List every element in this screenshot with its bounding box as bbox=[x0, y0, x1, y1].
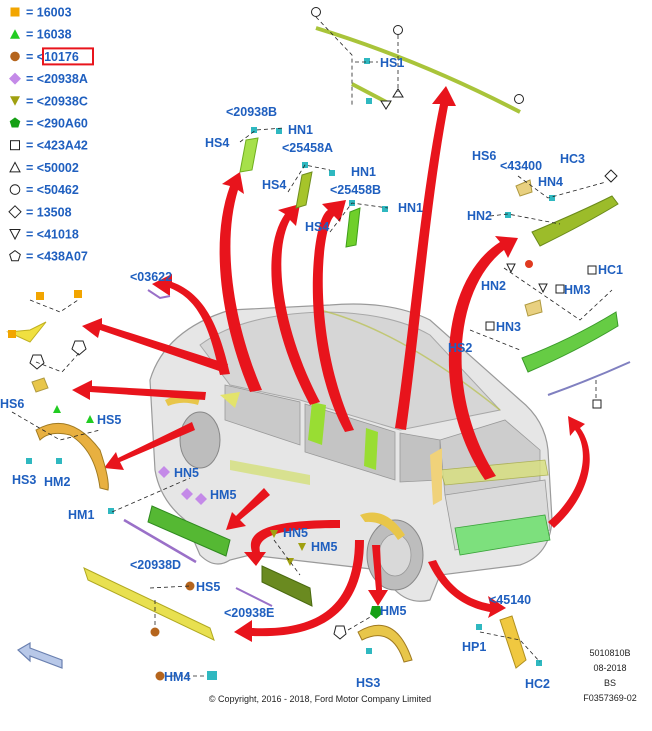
label-hn4: HN4 bbox=[538, 175, 563, 189]
label-hm3: HM3 bbox=[564, 283, 590, 297]
leader-lines bbox=[11, 16, 613, 677]
square-icon bbox=[10, 140, 20, 151]
meta-bs: BS bbox=[604, 678, 616, 688]
label-hn1-b: HN1 bbox=[351, 165, 376, 179]
label-hn2-a: HN2 bbox=[467, 209, 492, 223]
label-hp1: HP1 bbox=[462, 640, 486, 654]
legend-item: = <50002 bbox=[9, 161, 79, 175]
triangle-down-icon bbox=[9, 229, 21, 241]
vehicle-body bbox=[149, 303, 553, 602]
diagram-meta: 5010810B 08-2018 BS F0357369-02 bbox=[583, 648, 637, 703]
roof-molding bbox=[311, 7, 524, 114]
label-25458b: <25458B bbox=[330, 183, 381, 197]
legend-item: = <438A07 bbox=[9, 249, 88, 264]
label-hs1: HS1 bbox=[380, 56, 404, 70]
label-20938e: <20938E bbox=[224, 606, 274, 620]
legend-item: = <20938A bbox=[9, 72, 88, 86]
label-hn2-b: HN2 bbox=[481, 279, 506, 293]
label-hn1-c: HN1 bbox=[398, 201, 423, 215]
misc-clip bbox=[147, 289, 171, 300]
legend-highlight-box bbox=[42, 47, 94, 66]
label-20938b: <20938B bbox=[226, 105, 277, 119]
legend-label: = <50002 bbox=[26, 161, 79, 175]
label-hs4-c: HS4 bbox=[305, 220, 329, 234]
label-hm5-a: HM5 bbox=[210, 488, 236, 502]
label-hc1: HC1 bbox=[598, 263, 623, 277]
legend-item: = <423A42 bbox=[10, 139, 88, 153]
legend-item: = 13508 bbox=[8, 205, 72, 219]
label-20938d: <20938D bbox=[130, 558, 181, 572]
rear-door-molding bbox=[235, 530, 313, 607]
spoiler bbox=[505, 169, 619, 247]
label-hm5-b: HM5 bbox=[311, 540, 337, 554]
label-hs4-b: HS4 bbox=[262, 178, 286, 192]
legend: = 16003 = 16038 = <10176 = <20938A = <20938C… bbox=[8, 6, 94, 264]
legend-label: = 16003 bbox=[26, 6, 72, 20]
legend-item: = 16038 bbox=[10, 28, 72, 42]
legend-item: = <20938C bbox=[10, 94, 88, 108]
legend-label: = 16038 bbox=[26, 28, 72, 42]
pentagon-icon bbox=[9, 249, 21, 262]
rear-bumper-bracket bbox=[476, 615, 542, 669]
label-25458a: <25458A bbox=[282, 141, 333, 155]
circle-icon bbox=[10, 51, 20, 62]
label-hs4-a: HS4 bbox=[205, 136, 229, 150]
triangle-down-icon bbox=[10, 96, 20, 106]
label-hm1: HM1 bbox=[68, 508, 94, 522]
label-03622: <03622 bbox=[130, 270, 172, 284]
label-hn5-a: HN5 bbox=[174, 466, 199, 480]
callout-arrows bbox=[72, 86, 590, 642]
callout-labels: HS1 <20938B HN1 HS4 <25458A HN1 HS4 <254… bbox=[0, 56, 623, 691]
legend-item: = 16003 bbox=[10, 6, 72, 20]
rear-bumper-cover bbox=[485, 260, 631, 409]
legend-label: = <438A07 bbox=[26, 250, 88, 264]
square-icon bbox=[10, 7, 20, 17]
label-43400: <43400 bbox=[500, 159, 542, 173]
circle-icon bbox=[9, 184, 21, 195]
label-hm4: HM4 bbox=[164, 670, 190, 684]
label-hc2: HC2 bbox=[525, 677, 550, 691]
label-hs3-b: HS3 bbox=[356, 676, 380, 690]
back-arrow-icon[interactable] bbox=[16, 641, 63, 669]
diamond-icon bbox=[8, 205, 22, 219]
label-hm5-c: HM5 bbox=[380, 604, 406, 618]
legend-label: = <10176 bbox=[26, 50, 79, 64]
pentagon-icon bbox=[9, 117, 21, 128]
legend-label: = <20938C bbox=[26, 94, 88, 108]
triangle-up-icon bbox=[9, 161, 21, 173]
rocker-molding bbox=[83, 466, 231, 681]
rear-wheel-arch bbox=[333, 606, 413, 663]
legend-item: = <50462 bbox=[9, 183, 79, 197]
legend-label: = <20938A bbox=[26, 72, 88, 86]
legend-label: = <423A42 bbox=[26, 139, 88, 153]
label-hn5-b: HN5 bbox=[283, 526, 308, 540]
legend-item: = <10176 bbox=[10, 47, 94, 66]
label-hs5-a: HS5 bbox=[97, 413, 121, 427]
label-hc3: HC3 bbox=[560, 152, 585, 166]
legend-label: = <41018 bbox=[26, 228, 79, 242]
label-hn3: HN3 bbox=[496, 320, 521, 334]
label-hs6: HS6 bbox=[472, 149, 496, 163]
diamond-icon bbox=[9, 72, 21, 85]
legend-label: = <290A60 bbox=[26, 117, 88, 131]
label-hn1-a: HN1 bbox=[288, 123, 313, 137]
label-hs6-left: HS6 bbox=[0, 397, 24, 411]
copyright: © Copyright, 2016 - 2018, Ford Motor Com… bbox=[209, 694, 431, 704]
legend-label: = <50462 bbox=[26, 183, 79, 197]
legend-item: = <41018 bbox=[9, 228, 79, 242]
legend-item: = <290A60 bbox=[9, 117, 88, 131]
meta-date: 08-2018 bbox=[593, 663, 626, 673]
label-hs3-a: HS3 bbox=[12, 473, 36, 487]
meta-code2: F0357369-02 bbox=[583, 693, 637, 703]
meta-code1: 5010810B bbox=[589, 648, 630, 658]
label-45140: <45140 bbox=[489, 593, 531, 607]
legend-label: = 13508 bbox=[26, 205, 72, 219]
label-hs2: HS2 bbox=[448, 341, 472, 355]
label-hm2: HM2 bbox=[44, 475, 70, 489]
label-hs5-b: HS5 bbox=[196, 580, 220, 594]
triangle-up-icon bbox=[10, 29, 20, 39]
